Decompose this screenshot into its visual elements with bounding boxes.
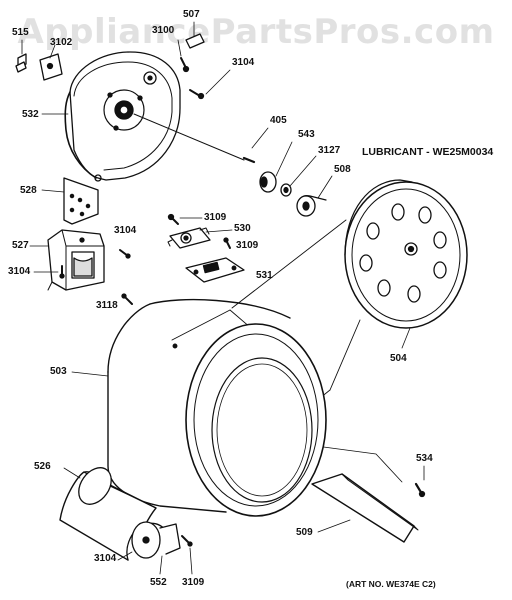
art-number: (ART NO. WE374E C2) — [346, 579, 436, 589]
part-531-bracket — [185, 257, 245, 283]
label-531: 531 — [256, 270, 273, 281]
part-530-thermostat — [167, 227, 233, 249]
label-3104-527: 3104 — [114, 225, 137, 236]
part-504-drum-rear — [344, 179, 468, 349]
part-3127-washer — [280, 155, 317, 197]
label-532: 532 — [22, 109, 39, 120]
label-3109-bottom: 3109 — [182, 577, 205, 588]
part-3118-screw — [121, 293, 133, 305]
part-405-shaft — [133, 113, 269, 164]
label-504: 504 — [390, 353, 407, 364]
label-530: 530 — [234, 223, 251, 234]
label-3104-top: 3104 — [232, 57, 255, 68]
lubricant-note: LUBRICANT - WE25M0034 — [362, 146, 494, 158]
label-3109-mid: 3109 — [204, 212, 227, 223]
part-543-bearing — [259, 141, 293, 193]
part-526-motor — [59, 467, 193, 575]
label-3102: 3102 — [50, 37, 73, 48]
label-526: 526 — [34, 461, 51, 472]
label-3118: 3118 — [96, 300, 118, 311]
label-515: 515 — [12, 27, 29, 38]
label-534: 534 — [416, 453, 433, 464]
part-509-duct — [311, 473, 419, 543]
label-507: 507 — [183, 9, 200, 20]
label-3127: 3127 — [318, 145, 341, 156]
part-532-blower-housing — [41, 51, 181, 182]
part-3109-screw-b — [223, 237, 231, 249]
label-3104-left: 3104 — [8, 266, 31, 277]
label-552: 552 — [150, 577, 167, 588]
part-3102-pad — [39, 44, 63, 81]
part-503-drum — [71, 298, 327, 517]
part-507-bracket — [185, 21, 205, 49]
label-503: 503 — [50, 366, 67, 377]
label-3104-bottom: 3104 — [94, 553, 117, 564]
label-543: 543 — [298, 129, 315, 140]
label-508: 508 — [334, 164, 351, 175]
label-3109-b: 3109 — [236, 240, 259, 251]
part-3104-screw-left — [33, 265, 65, 279]
label-527: 527 — [12, 240, 29, 251]
part-528-bracket — [41, 177, 99, 225]
label-3100: 3100 — [152, 25, 175, 36]
part-3100-screw — [177, 39, 190, 73]
part-3104-screw-top — [189, 69, 231, 100]
part-508-shaft — [296, 175, 333, 217]
part-3104-screw-527 — [119, 249, 131, 259]
label-528: 528 — [20, 185, 37, 196]
part-3109-screw-mid — [167, 213, 203, 225]
part-534-screw — [414, 465, 426, 498]
part-527-switch — [29, 229, 105, 291]
label-405: 405 — [270, 115, 287, 126]
part-515-clip — [15, 39, 27, 73]
label-509: 509 — [296, 527, 313, 538]
